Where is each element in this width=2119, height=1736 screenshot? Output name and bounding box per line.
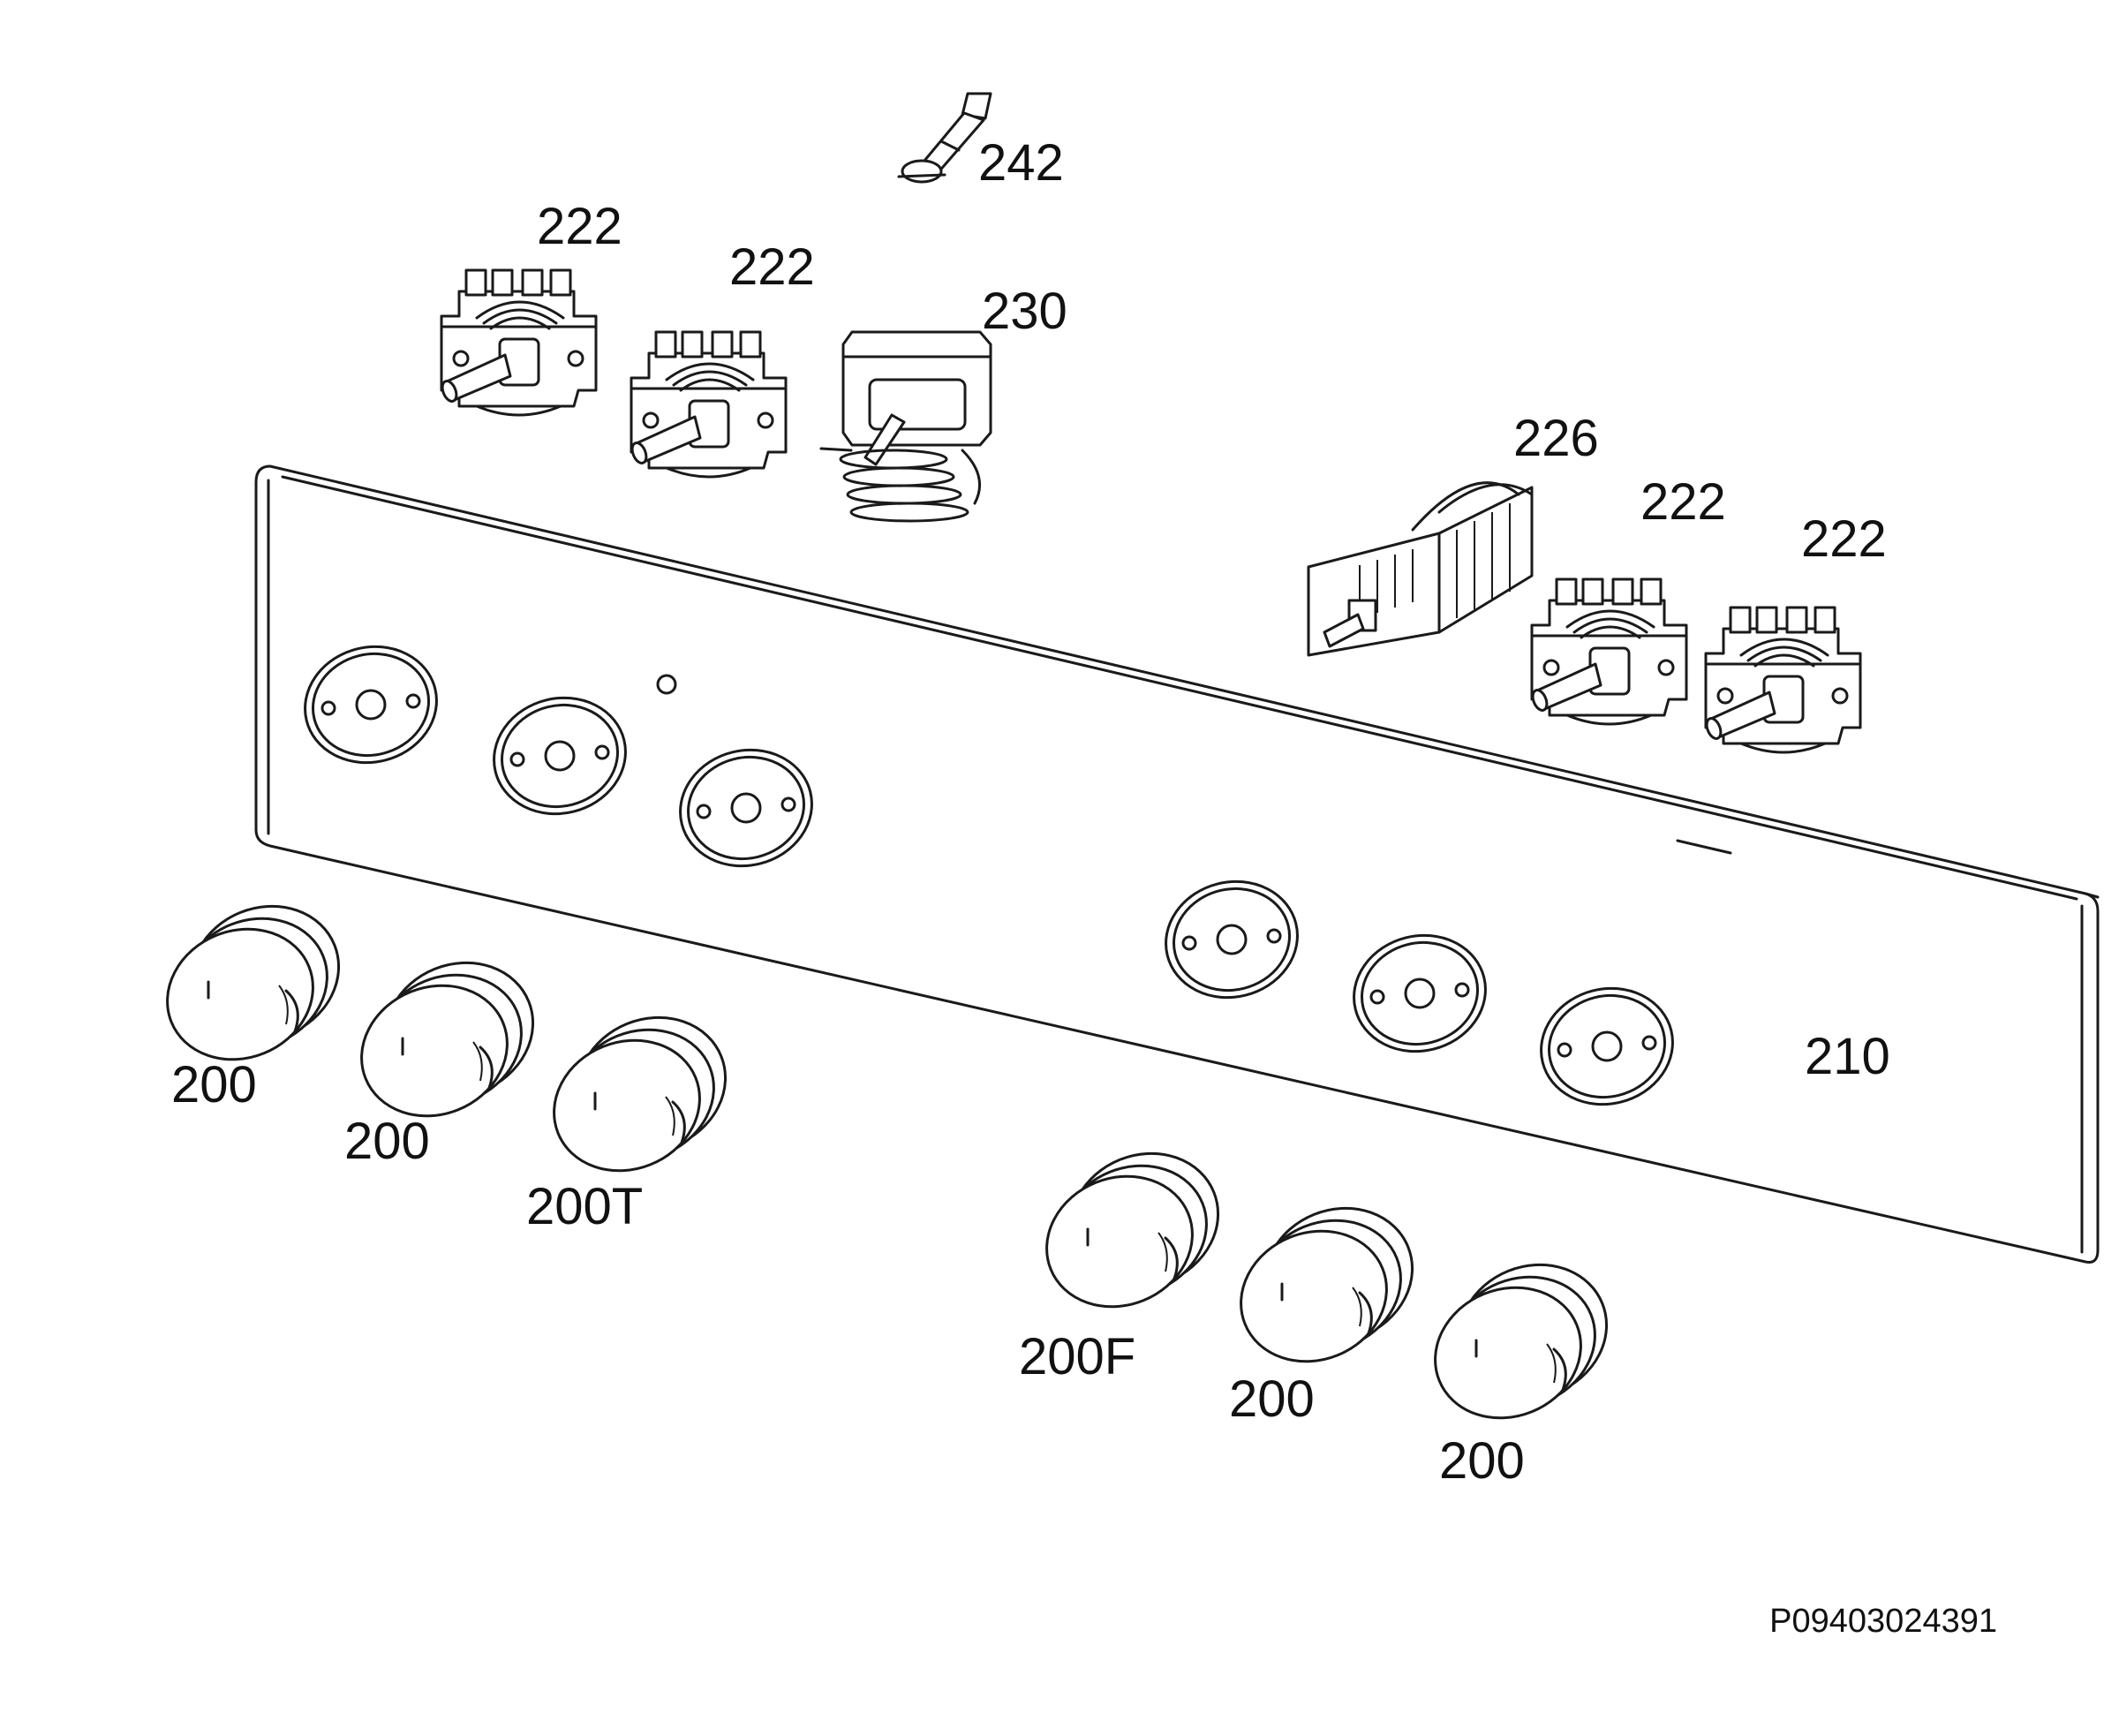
knob [1219,1185,1435,1385]
rotary-switch [438,268,598,417]
reference-code: P09403024391 [1769,1603,1997,1640]
knob-with-flame [1025,1130,1240,1330]
label-sensor: 242 [978,134,1064,192]
label-knob-2: 200 [344,1113,430,1170]
label-switch-c: 222 [1640,473,1726,531]
rotary-switch [1528,577,1688,726]
rotary-switch [1702,606,1862,754]
control-panel [254,464,2100,1264]
label-knob-4: 200F [1019,1328,1135,1385]
thermostat [819,330,992,523]
label-knob-1: 200 [171,1056,257,1113]
indicator-hole [656,674,677,695]
label-knob-3: 200T [526,1178,643,1235]
label-panel: 210 [1805,1028,1890,1085]
knob [146,883,361,1083]
label-thermostat: 230 [982,283,1067,340]
label-switch-a: 222 [537,198,622,255]
knob [340,940,555,1139]
label-knob-6: 200 [1439,1432,1525,1490]
knob-with-thermostat [532,994,748,1194]
temperature-sensor [897,92,992,184]
label-switch-b: 222 [729,238,815,296]
rotary-switch [628,330,788,479]
selector-switch [1307,481,1534,657]
label-selector: 226 [1513,410,1599,467]
label-knob-5: 200 [1229,1370,1315,1428]
knob [1414,1242,1629,1441]
label-switch-d: 222 [1801,510,1887,568]
